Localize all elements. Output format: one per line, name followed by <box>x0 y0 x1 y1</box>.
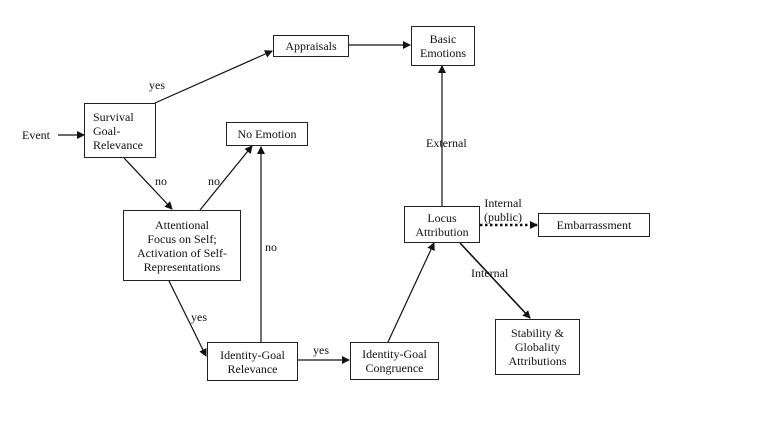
arrow-attentional-to-no-emotion <box>199 145 253 211</box>
attentional-focus-node: Attentional Focus on Self; Activation of… <box>123 210 241 281</box>
edge-label-attentional-no: no <box>208 174 220 188</box>
edge-label-internal-public: Internal (public) <box>484 196 522 224</box>
edge-label-external: External <box>426 136 467 150</box>
arrow-survival-to-appraisals <box>154 50 273 104</box>
locus-attribution-node: Locus Attribution <box>404 206 480 243</box>
edge-label-relevance-yes: yes <box>313 343 329 357</box>
appraisals-node: Appraisals <box>273 35 349 57</box>
basic-emotions-node: Basic Emotions <box>411 26 475 66</box>
identity-goal-congruence-node: Identity-Goal Congruence <box>350 342 439 380</box>
edge-label-survival-yes: yes <box>149 78 165 92</box>
edge-label-attentional-yes: yes <box>191 310 207 324</box>
edge-label-survival-no: no <box>155 174 167 188</box>
edge-label-internal: Internal <box>471 266 509 280</box>
embarrassment-node: Embarrassment <box>538 213 650 237</box>
arrow-congruence-to-locus <box>387 242 435 343</box>
stability-globality-node: Stability & Globality Attributions <box>495 319 580 375</box>
arrow-survival-to-attentional <box>123 157 173 210</box>
identity-goal-relevance-node: Identity-Goal Relevance <box>207 342 298 381</box>
survival-goal-relevance-node: Survival Goal- Relevance <box>84 103 156 158</box>
arrow-attentional-to-relevance <box>168 280 207 357</box>
edge-label-relevance-no: no <box>265 240 277 254</box>
arrow-locus-to-stability <box>459 242 531 319</box>
event-label: Event <box>22 128 50 142</box>
no-emotion-node: No Emotion <box>226 122 308 146</box>
